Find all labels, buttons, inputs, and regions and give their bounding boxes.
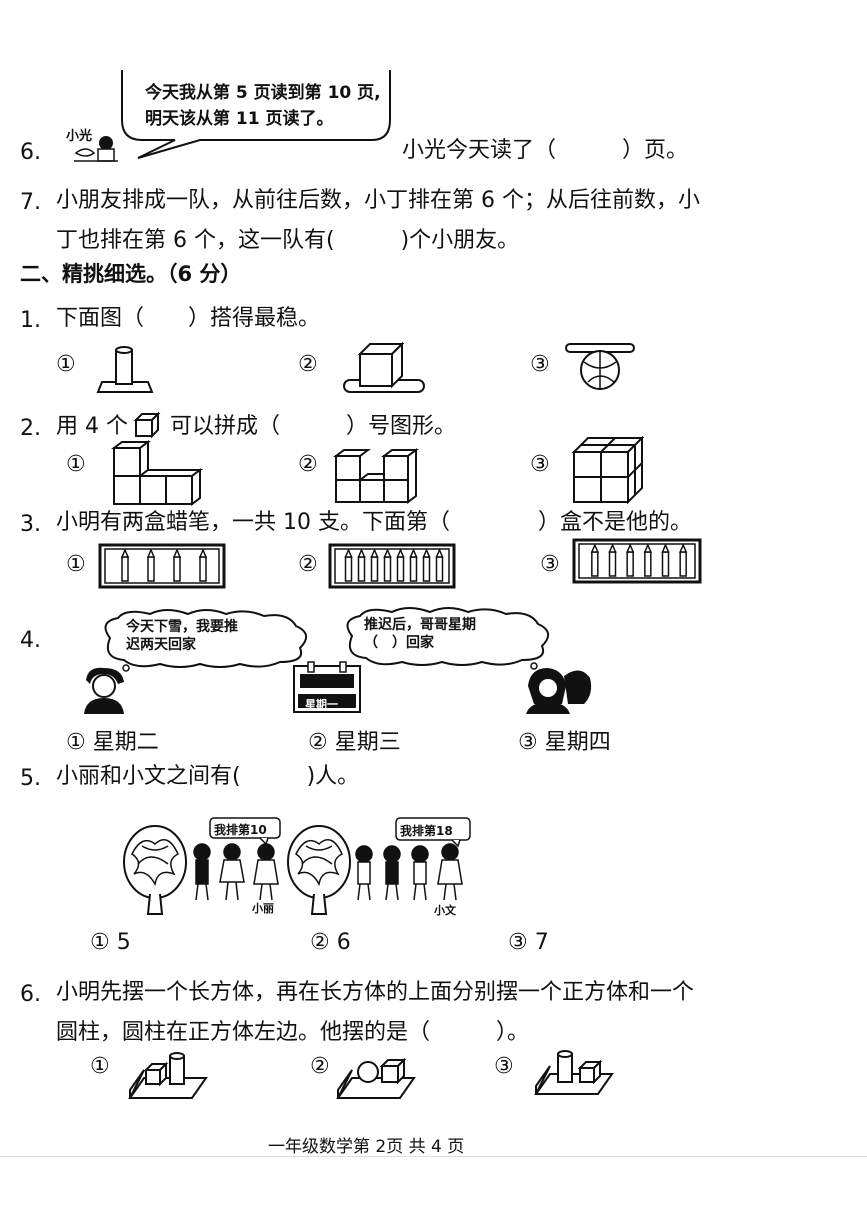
option-1-text: ① 星期二 <box>66 730 159 755</box>
small-cube-icon <box>133 411 161 439</box>
board-on-ball-figure <box>565 343 635 390</box>
question-number: 4. <box>20 628 41 653</box>
calendar-icon <box>293 661 361 713</box>
option-2-text: ② 星期三 <box>308 730 401 755</box>
option-3-text: ③ 7 <box>508 930 549 955</box>
option-1-marker: ① <box>56 352 76 377</box>
page-footer: 一年级数学第 2页 共 4 页 <box>268 1137 465 1157</box>
s2q6-line-1: 小明先摆一个长方体，再在长方体的上面分别摆一个正方体和一个 <box>56 980 695 1005</box>
child-reading-icon <box>74 136 118 162</box>
question-number: 3. <box>20 512 41 537</box>
tree-left-icon <box>123 825 187 915</box>
option-2-marker: ② <box>298 552 318 577</box>
section-title: 二、精挑细选。（6 分） <box>20 262 242 286</box>
page-divider <box>0 1156 867 1157</box>
thought-left-line-1: 今天下雪，我要推 <box>126 619 238 635</box>
cube-shape-2-figure <box>333 448 419 504</box>
crayon-icon <box>396 548 405 582</box>
option-1-marker: ① <box>66 552 86 577</box>
question-number: 5. <box>20 766 41 791</box>
option-2-marker: ② <box>298 452 318 477</box>
option-2-marker: ② <box>310 1054 330 1079</box>
crayon-icon <box>146 548 156 582</box>
crayon-icon <box>198 548 208 582</box>
crayon-icon <box>661 543 670 577</box>
thought-cloud-left <box>104 609 307 672</box>
crayon-icon <box>590 543 599 577</box>
stack-figure-1 <box>128 1052 208 1099</box>
option-3-text: ③ 星期四 <box>518 730 611 755</box>
girl-figure-icon <box>526 668 592 714</box>
thought-right-line-1: 推迟后，哥哥星期 <box>364 617 476 633</box>
boy-figure-icon <box>84 667 124 714</box>
crayon-icon <box>679 543 688 577</box>
s2q2-text-after: 可以拼成（ ）号图形。 <box>170 414 457 439</box>
s2q6-line-2: 圆柱，圆柱在正方体左边。他摆的是（ ）。 <box>56 1020 530 1045</box>
stack-figure-2 <box>336 1057 416 1099</box>
crayon-icon <box>357 548 366 582</box>
option-2-marker: ② <box>298 352 318 377</box>
crayon-icon <box>435 548 444 582</box>
cylinder-on-board-figure <box>96 346 154 393</box>
q7-line-1: 小朋友排成一队，从前往后数，小丁排在第 6 个；从后往前数，小 <box>56 188 700 213</box>
thought-right-line-2: （ ）回家 <box>364 635 434 651</box>
thought-left-line-2: 迟两天回家 <box>126 637 196 653</box>
bubble-line-1: 今天我从第 5 页读到第 10 页, <box>145 83 381 103</box>
name-left-label: 小丽 <box>252 902 274 915</box>
crayon-icon <box>409 548 418 582</box>
crayon-icon <box>608 543 617 577</box>
calendar-label: 星期一 <box>305 698 338 711</box>
kids-right-group-icon <box>355 843 463 901</box>
option-3-marker: ③ <box>530 352 550 377</box>
crayon-icon <box>344 548 353 582</box>
tree-right-icon <box>287 825 351 915</box>
s2q2-text-before: 用 4 个 <box>56 414 128 439</box>
sign-bubble-left <box>209 817 281 846</box>
thought-cloud-right <box>346 607 549 670</box>
option-3-marker: ③ <box>540 552 560 577</box>
cube-shape-1-figure <box>111 440 203 506</box>
cube-shape-3-figure <box>571 435 645 505</box>
question-number: 2. <box>20 416 41 441</box>
kids-left-group-icon <box>193 843 279 901</box>
crayon-icon <box>422 548 431 582</box>
option-3-marker: ③ <box>530 452 550 477</box>
s2q1-text: 下面图（ ）搭得最稳。 <box>56 306 321 331</box>
crayon-box-1 <box>98 543 226 589</box>
crayon-icon <box>383 548 392 582</box>
crayon-icon <box>370 548 379 582</box>
sign-left-text: 我排第10 <box>214 823 267 837</box>
s2q3-text: 小明有两盒蜡笔，一共 10 支。下面第（ ）盒不是他的。 <box>56 510 692 535</box>
option-2-text: ② 6 <box>310 930 351 955</box>
crayon-icon <box>626 543 635 577</box>
crayon-icon <box>172 548 182 582</box>
q7-line-2: 丁也排在第 6 个，这一队有( )个小朋友。 <box>56 228 520 253</box>
question-number: 7. <box>20 190 41 215</box>
question-number: 1. <box>20 308 41 333</box>
stack-figure-3 <box>534 1050 614 1095</box>
option-1-marker: ① <box>90 1054 110 1079</box>
s2q5-text: 小丽和小文之间有( )人。 <box>56 764 360 789</box>
crayon-icon <box>643 543 652 577</box>
option-1-text: ① 5 <box>90 930 131 955</box>
speech-bubble <box>121 70 391 159</box>
crayon-icon <box>120 548 130 582</box>
sign-bubble-right <box>395 817 471 848</box>
option-1-marker: ① <box>66 452 86 477</box>
speaker-label: 小光 <box>66 129 93 144</box>
sign-right-text: 我排第18 <box>400 824 453 838</box>
q6-question: 小光今天读了（ ）页。 <box>402 138 689 163</box>
name-right-label: 小文 <box>434 904 456 917</box>
question-number: 6. <box>20 982 41 1007</box>
bubble-line-2: 明天该从第 11 页读了。 <box>145 109 334 129</box>
cube-on-cylinder-figure <box>343 341 425 393</box>
crayon-box-2 <box>328 543 456 589</box>
question-number: 6. <box>20 140 41 165</box>
option-3-marker: ③ <box>494 1054 514 1079</box>
crayon-box-3 <box>572 538 702 584</box>
